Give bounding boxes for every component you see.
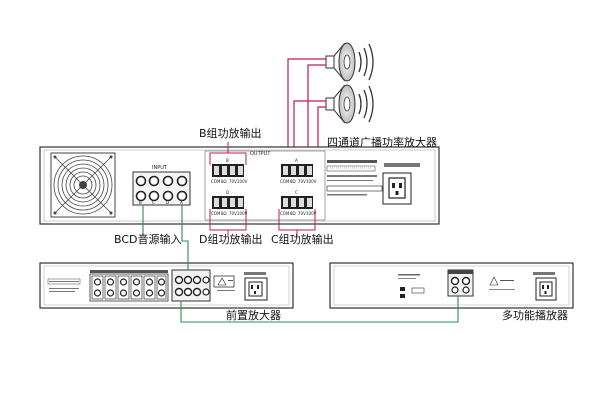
terminal-label: 70V	[229, 179, 237, 184]
terminal-label: 100V	[237, 179, 248, 184]
speaker-top-icon	[325, 42, 374, 82]
terminal-label: 8Ω	[221, 211, 227, 216]
input-title: INPUT	[152, 165, 167, 171]
d-output-label: D组功放输出	[199, 233, 263, 246]
input-letter-a: A	[180, 200, 183, 205]
terminal-label: 100V	[237, 211, 248, 216]
terminal-label: 100V	[306, 211, 317, 216]
output-title: OUTPUT	[250, 151, 271, 157]
multi-function-player-panel	[329, 262, 574, 309]
amplifier-label: 四通道广播功率放大器	[327, 136, 437, 149]
output-terminal-groups	[204, 150, 326, 221]
preamp-label: 前置放大器	[226, 309, 281, 322]
speaker-bottom-icon	[325, 84, 374, 124]
terminal-label: 8Ω	[290, 211, 296, 216]
preamp-output-jacks	[171, 269, 211, 302]
input-letter-d: D	[166, 200, 170, 205]
power-socket-icon	[382, 163, 420, 205]
terminal-label: COM	[280, 179, 290, 184]
terminal-label: 8Ω	[290, 179, 296, 184]
bcd-input-label: BCD音源输入	[114, 233, 182, 246]
input-letter-b: B	[139, 200, 142, 205]
spec-label-area	[326, 160, 383, 196]
input-jack-block	[132, 171, 191, 206]
terminal-label: COM	[211, 179, 221, 184]
audio-cables	[142, 205, 459, 323]
c-output-label: C组功放输出	[271, 233, 334, 246]
group-letter-a: A	[295, 158, 298, 163]
terminal-label: 8Ω	[221, 179, 227, 184]
preamp-power-socket-icon	[244, 272, 268, 301]
cooling-fan-icon	[50, 152, 116, 218]
group-letter-c: C	[295, 190, 298, 195]
terminal-label: 100V	[306, 179, 317, 184]
four-channel-amplifier-panel	[39, 146, 440, 225]
group-letter-d: D	[226, 190, 230, 195]
player-label: 多功能播放器	[502, 309, 568, 322]
b-output-label: B组功放输出	[199, 127, 262, 140]
terminal-label: COM	[211, 211, 221, 216]
player-output-jacks	[447, 269, 474, 297]
output-group-brackets	[209, 142, 316, 236]
preamp-channel-jacks	[91, 275, 167, 300]
group-letter-b: B	[226, 158, 229, 163]
terminal-label: 70V	[298, 179, 306, 184]
input-letter-c: C	[152, 200, 155, 205]
player-power-socket-icon	[533, 272, 557, 301]
terminal-label: 70V	[298, 211, 306, 216]
preamplifier-panel	[39, 262, 294, 309]
terminal-label: COM	[280, 211, 290, 216]
terminal-label: 70V	[229, 211, 237, 216]
speaker-wires	[287, 58, 326, 165]
